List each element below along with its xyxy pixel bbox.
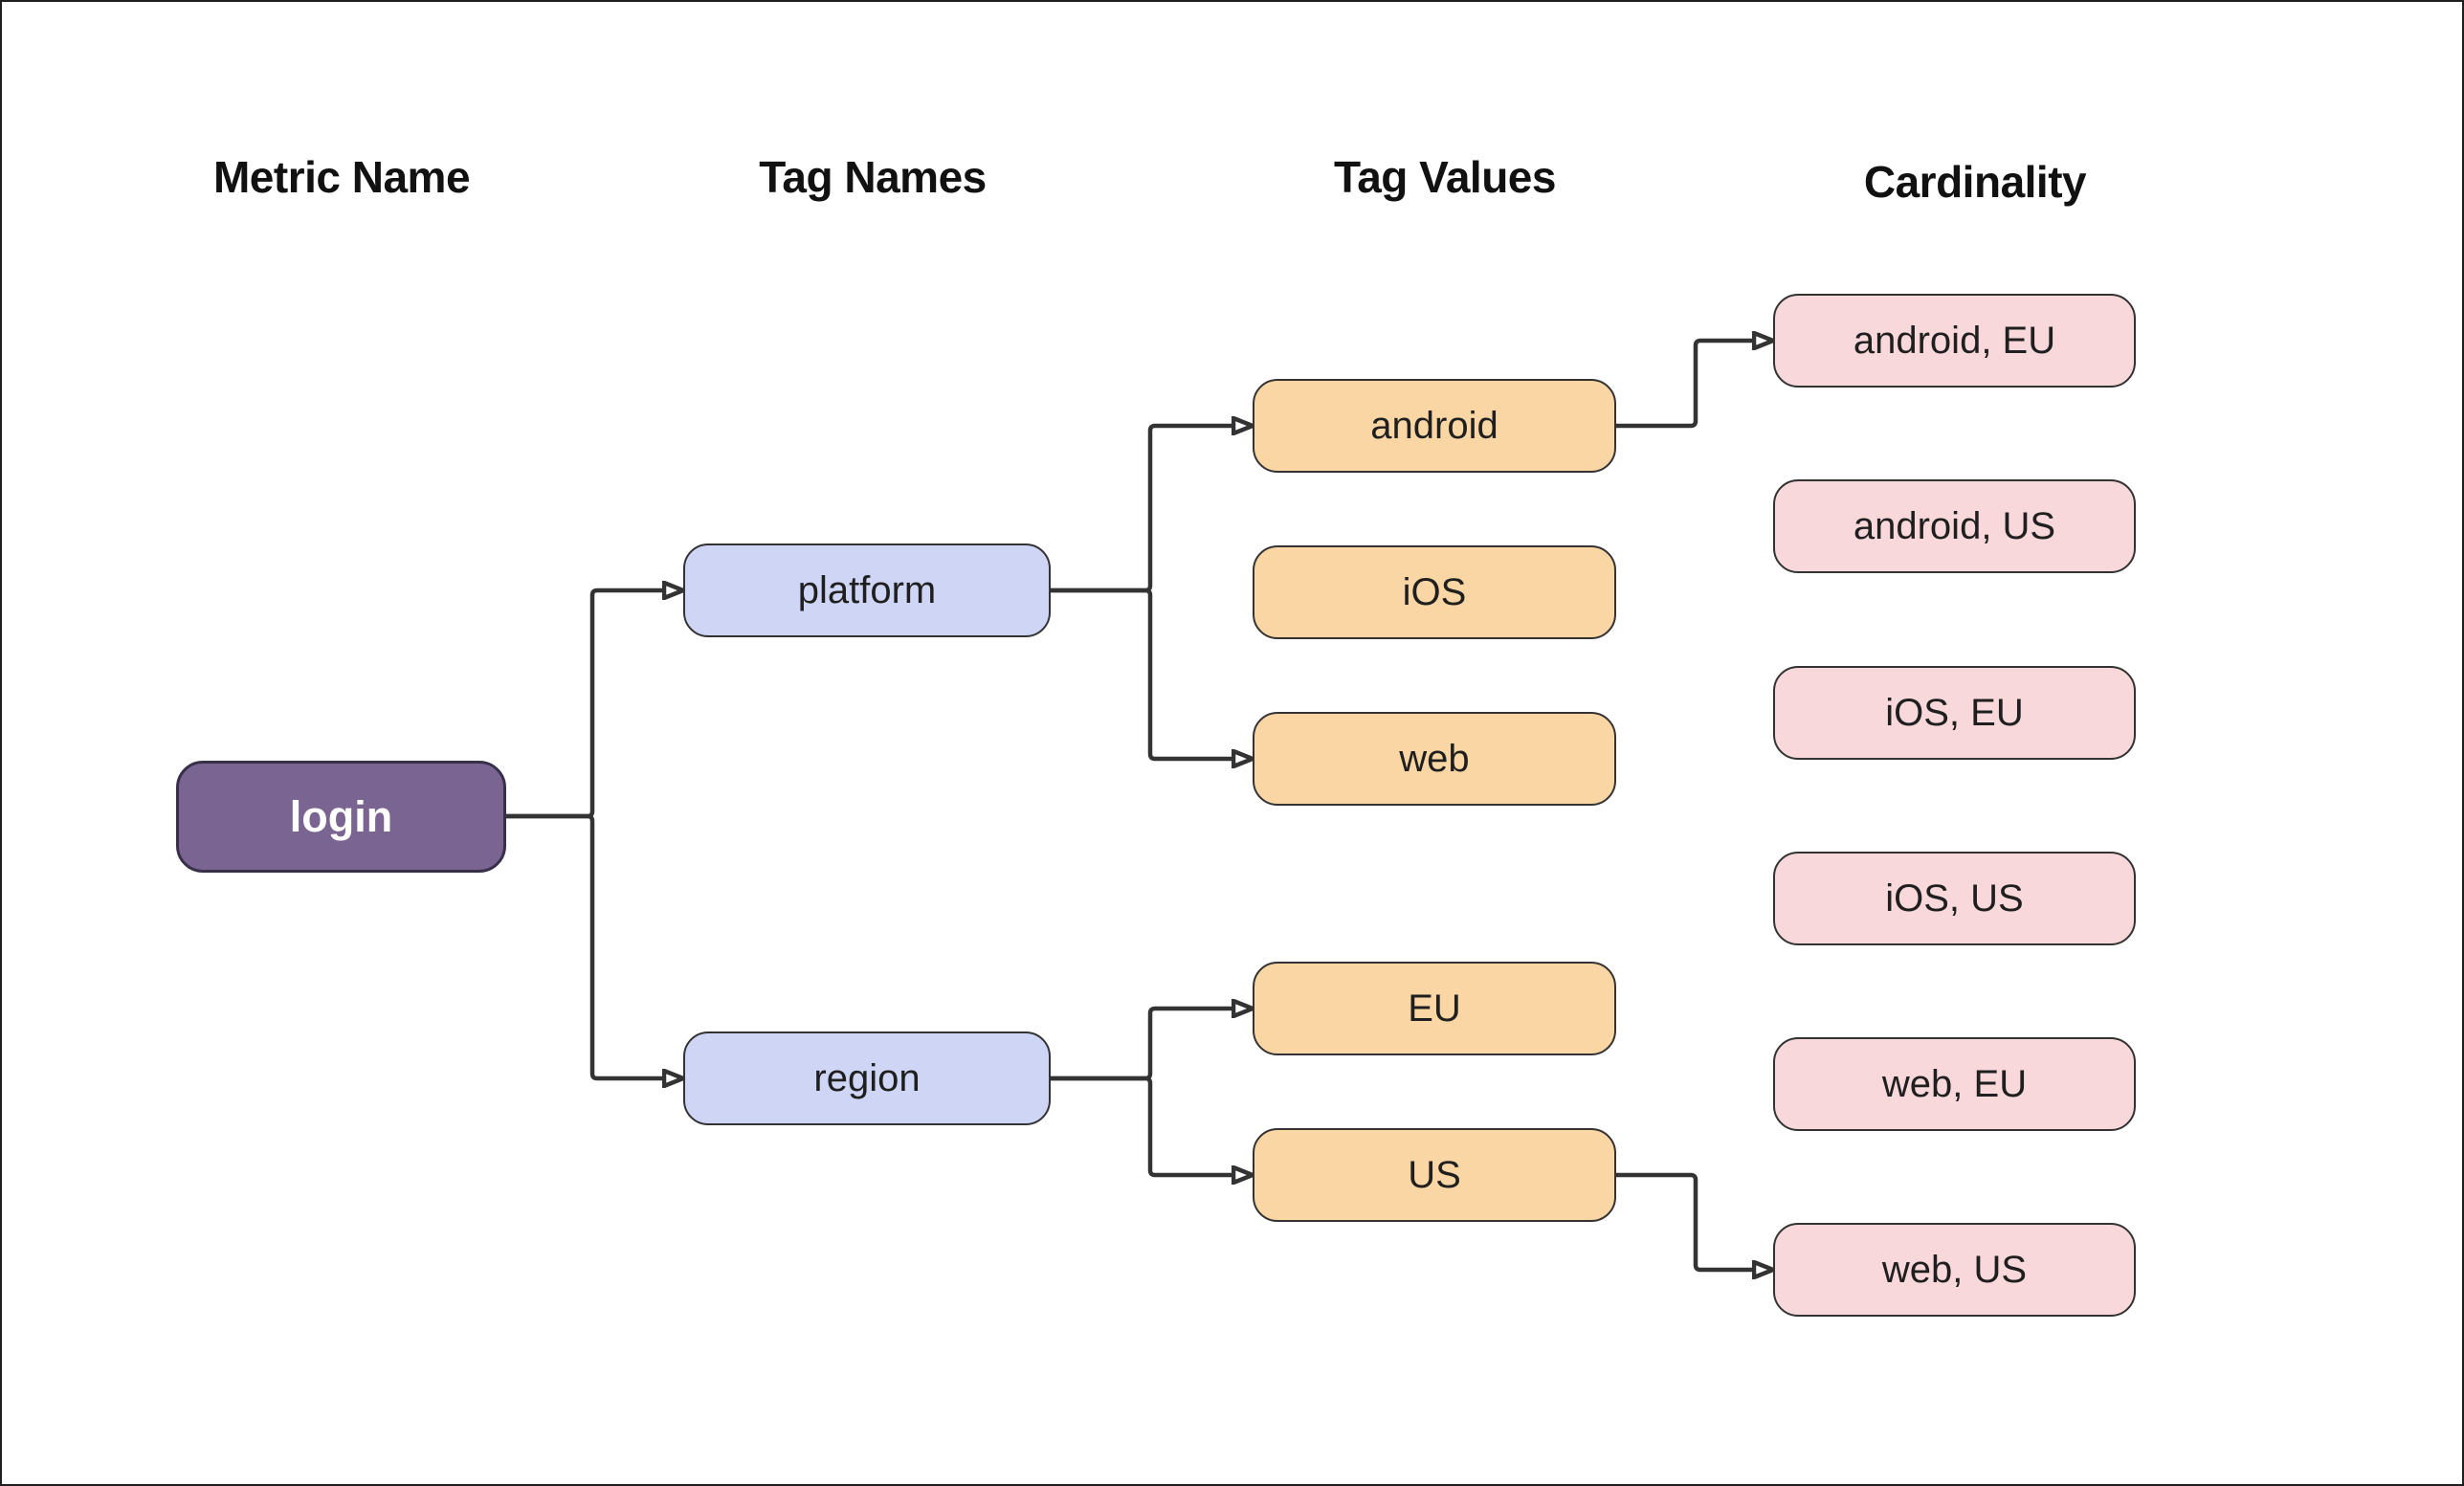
edge-android-android-eu — [1616, 341, 1754, 429]
edge-platform-web — [1051, 588, 1233, 759]
node-eu: EU — [1253, 962, 1616, 1055]
column-header-tag-names: Tag Names — [759, 152, 987, 202]
node-region: region — [683, 1031, 1051, 1125]
node-ios: iOS — [1253, 545, 1616, 639]
edge-platform-android — [1051, 426, 1233, 593]
edge-login-platform — [506, 590, 664, 819]
edge-region-eu — [1051, 1009, 1233, 1081]
node-web-eu: web, EU — [1773, 1037, 2136, 1131]
node-android: android — [1253, 379, 1616, 473]
column-header-tag-values: Tag Values — [1334, 152, 1556, 202]
node-us: US — [1253, 1128, 1616, 1222]
node-platform: platform — [683, 543, 1051, 637]
edge-us-web-us — [1616, 1172, 1754, 1270]
node-ios-us: iOS, US — [1773, 852, 2136, 945]
node-login: login — [176, 761, 506, 873]
edge-region-us — [1051, 1076, 1233, 1175]
node-web-us: web, US — [1773, 1223, 2136, 1317]
column-header-cardinality: Cardinality — [1863, 157, 2087, 207]
column-header-metric-name: Metric Name — [212, 152, 471, 202]
node-android-eu: android, EU — [1773, 294, 2136, 388]
node-android-us: android, US — [1773, 479, 2136, 573]
edge-login-region — [506, 813, 664, 1078]
node-ios-eu: iOS, EU — [1773, 666, 2136, 760]
node-web: web — [1253, 712, 1616, 806]
